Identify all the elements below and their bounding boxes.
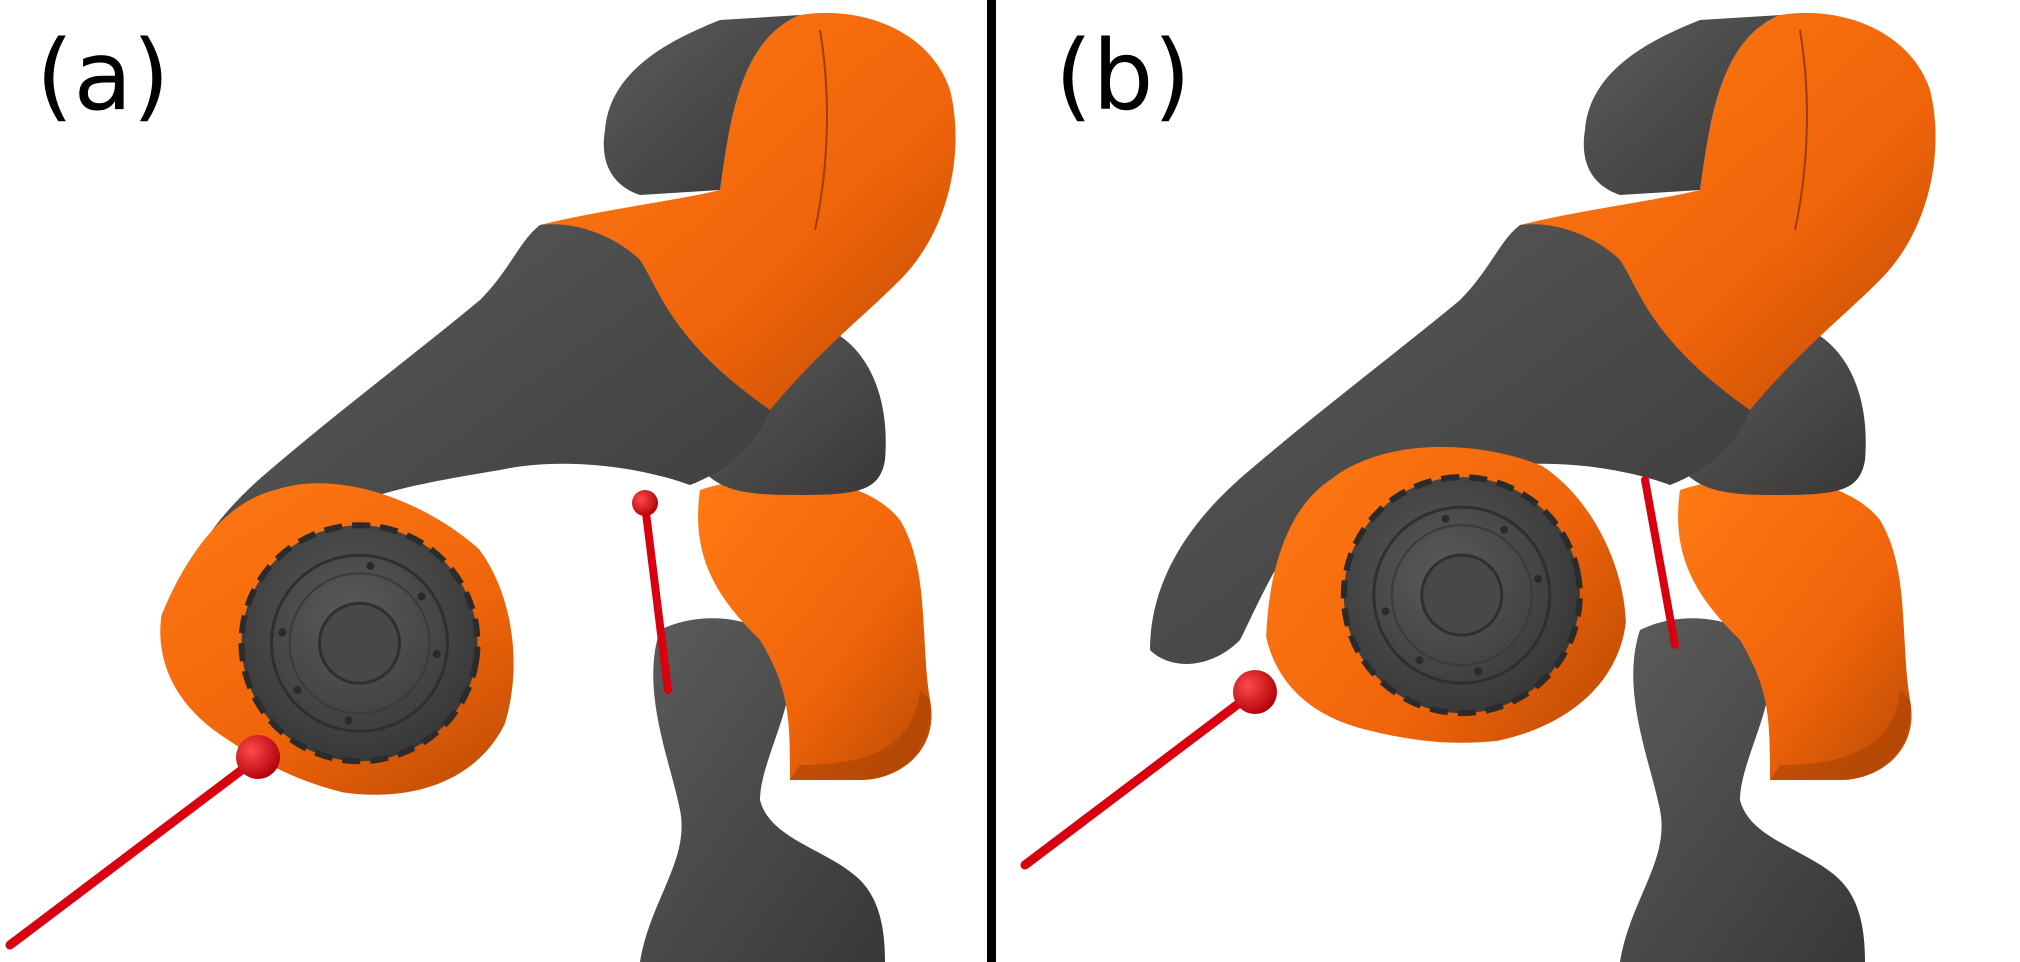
robot-arm-b bbox=[1020, 11, 1937, 962]
panel-b bbox=[1020, 11, 1937, 962]
robot-arm-a bbox=[5, 11, 957, 962]
panel-label-a: (a) bbox=[36, 20, 170, 132]
panel-divider bbox=[987, 0, 996, 962]
panel-label-b: (b) bbox=[1055, 20, 1191, 132]
panel-a bbox=[5, 11, 957, 962]
